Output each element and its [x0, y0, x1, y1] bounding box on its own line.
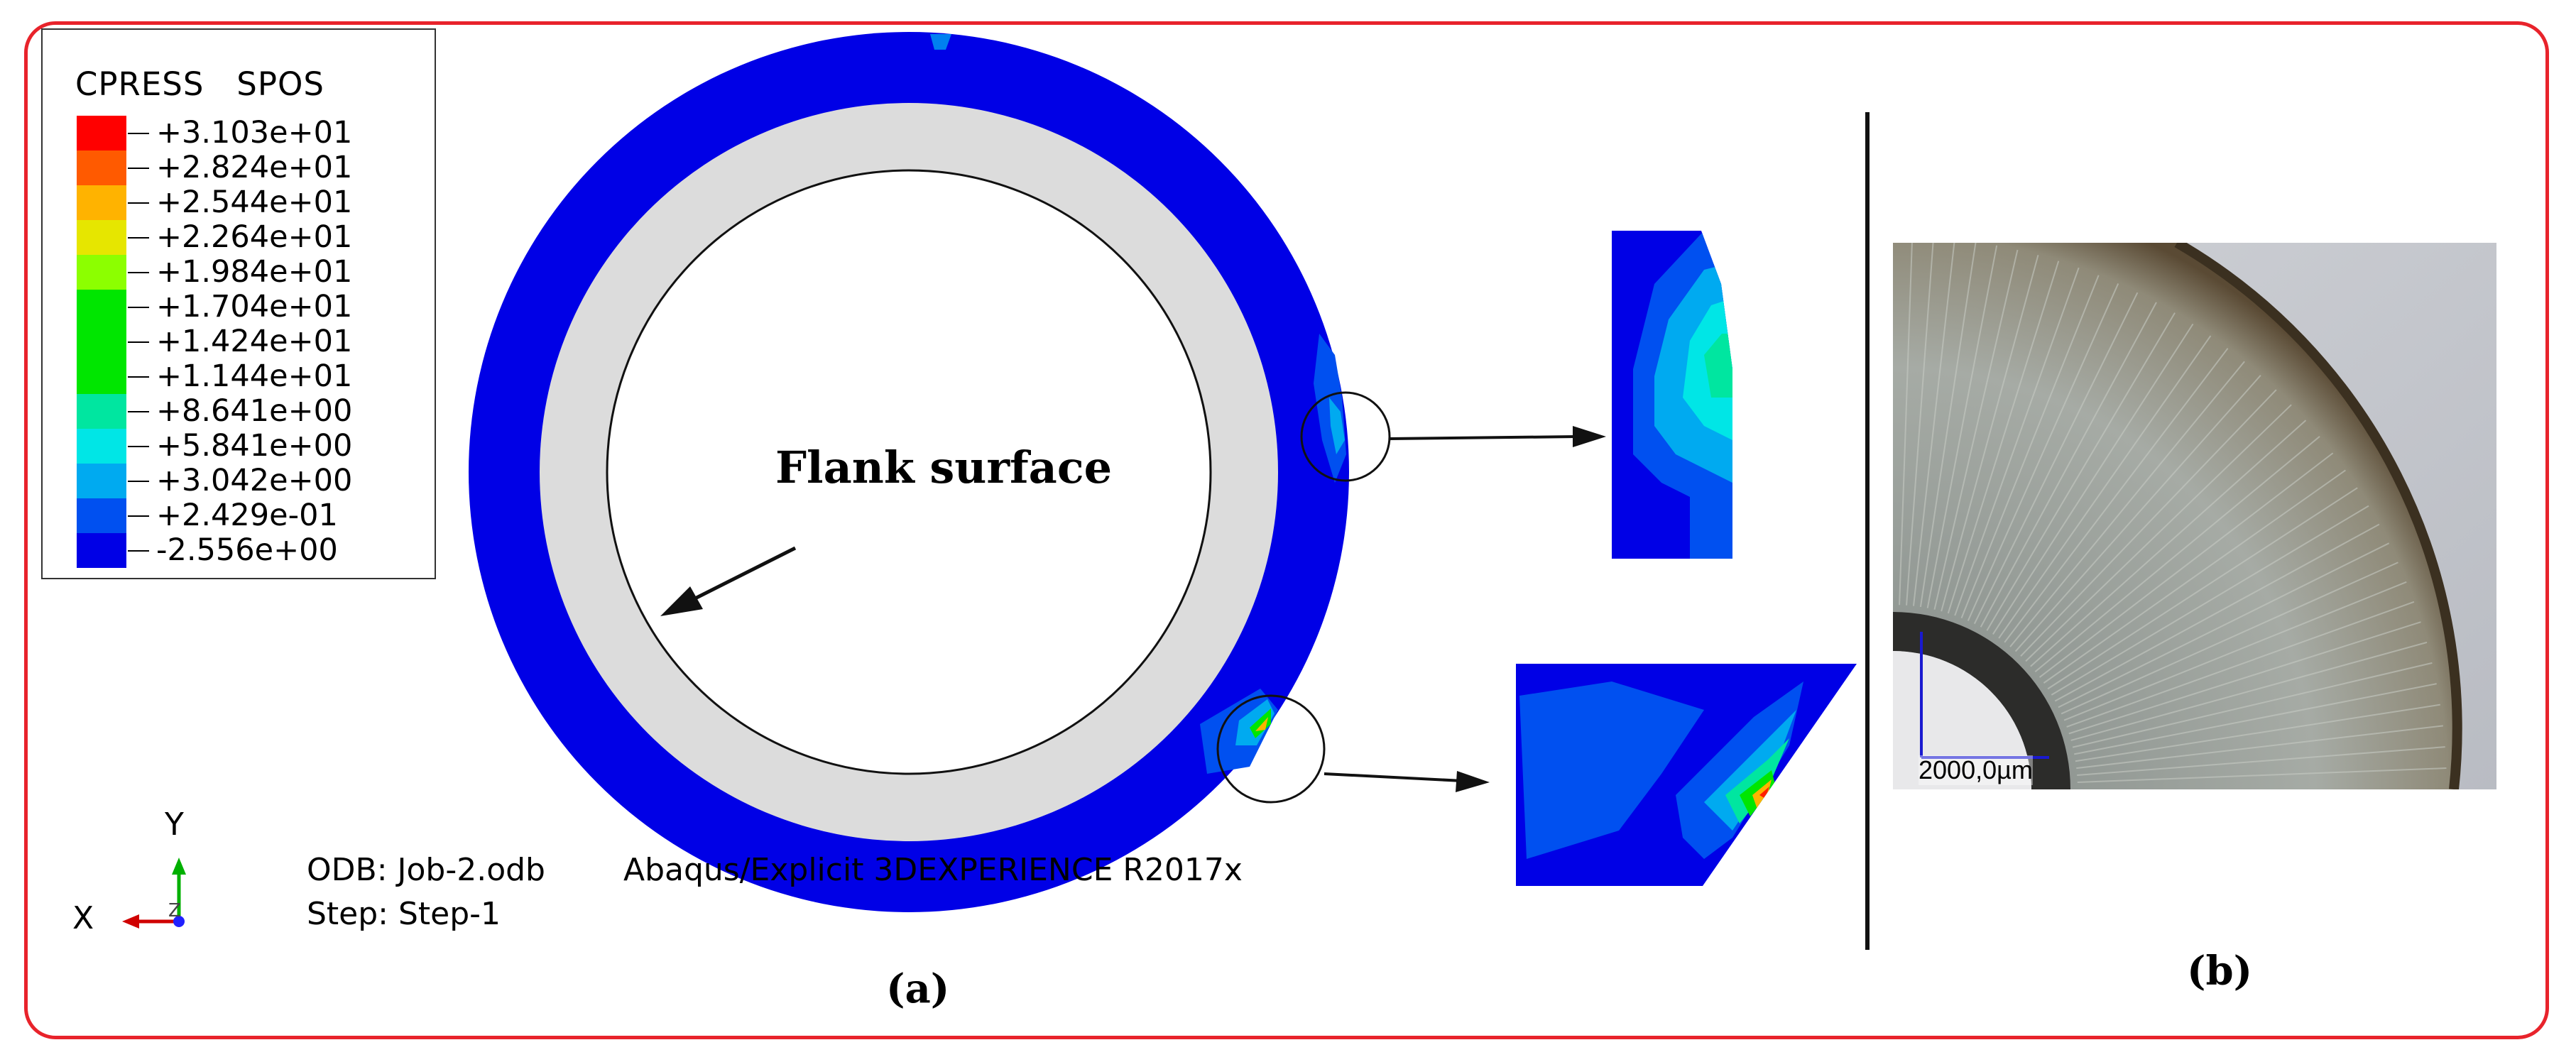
figure-frame [24, 21, 2549, 1039]
legend-swatch [77, 220, 126, 255]
legend-label: +2.824e+01 [156, 150, 353, 185]
legend-swatch [77, 359, 126, 394]
legend-label: -2.556e+00 [156, 532, 338, 568]
grinding-marks [1899, 243, 2447, 784]
legend-tick [128, 272, 149, 273]
legend-swatch [77, 255, 126, 290]
legend-label: +2.429e-01 [156, 498, 338, 533]
legend-label: +1.704e+01 [156, 289, 353, 324]
legend-label: +2.544e+01 [156, 185, 353, 220]
legend-tick [128, 202, 149, 204]
zoom-inset-1 [1612, 231, 1732, 559]
legend-swatch [77, 116, 126, 150]
contact-spot-lower [1200, 689, 1278, 774]
panel-label-b: (b) [2187, 948, 2253, 995]
legend-swatch [77, 533, 126, 568]
scale-bar-label: 2000,0µm [1919, 755, 2033, 785]
zoom-arrow-1 [1390, 426, 1606, 447]
axis-triad [122, 858, 186, 929]
legend-tick [128, 481, 149, 482]
solver-info: Abaqus/Explicit 3DEXPERIENCE R2017x [623, 852, 1243, 888]
legend-tick [128, 133, 149, 134]
magnifier-circle-2 [1216, 694, 1326, 804]
legend-swatch [77, 324, 126, 359]
zoom-arrow-2 [1324, 771, 1490, 792]
legend-swatch [77, 150, 126, 185]
legend-tick [128, 341, 149, 343]
scale-bar [1920, 632, 2049, 759]
flank-surface-label: Flank surface [775, 442, 1113, 493]
legend-tick [128, 307, 149, 308]
legend-tick [128, 376, 149, 378]
legend-label: +1.144e+01 [156, 358, 353, 394]
legend-label: +1.984e+01 [156, 254, 353, 290]
odb-info: ODB: Job-2.odb [307, 852, 545, 888]
legend-label: +3.103e+01 [156, 115, 353, 150]
contour-legend: CPRESS SPOS +3.103e+01+2.824e+01+2.544e+… [41, 28, 436, 579]
legend-tick [128, 515, 149, 517]
legend-label: +3.042e+00 [156, 463, 353, 498]
legend-tick [128, 446, 149, 447]
legend-tick [128, 168, 149, 169]
photo-drawing [1893, 243, 2496, 789]
legend-label: +5.841e+00 [156, 428, 353, 464]
axis-y-label: Y [165, 806, 184, 843]
legend-swatch [77, 498, 126, 533]
legend-label: +2.264e+01 [156, 219, 353, 255]
flank-surface-circle [606, 169, 1212, 775]
axis-z-label: Z [168, 900, 181, 921]
legend-label: +8.641e+00 [156, 393, 353, 429]
legend-tick [128, 550, 149, 552]
legend-swatch [77, 429, 126, 464]
legend-tick [128, 411, 149, 412]
legend-swatch [77, 290, 126, 324]
flank-arrow [660, 546, 797, 616]
zoom-inset-2 [1516, 664, 1857, 886]
legend-tick [128, 237, 149, 239]
top-contact-spot [930, 34, 951, 50]
legend-title: CPRESS SPOS [75, 65, 324, 103]
tool-photo: 2000,0µm [1893, 243, 2496, 789]
axis-x-label: X [72, 900, 94, 936]
legend-swatch [77, 185, 126, 220]
legend-swatch [77, 394, 126, 429]
legend-swatch [77, 464, 126, 498]
panel-label-a: (a) [886, 965, 950, 1012]
step-info: Step: Step-1 [307, 896, 501, 932]
magnifier-circle-1 [1300, 391, 1391, 482]
legend-label: +1.424e+01 [156, 324, 353, 359]
contact-spot-right [1314, 334, 1346, 483]
